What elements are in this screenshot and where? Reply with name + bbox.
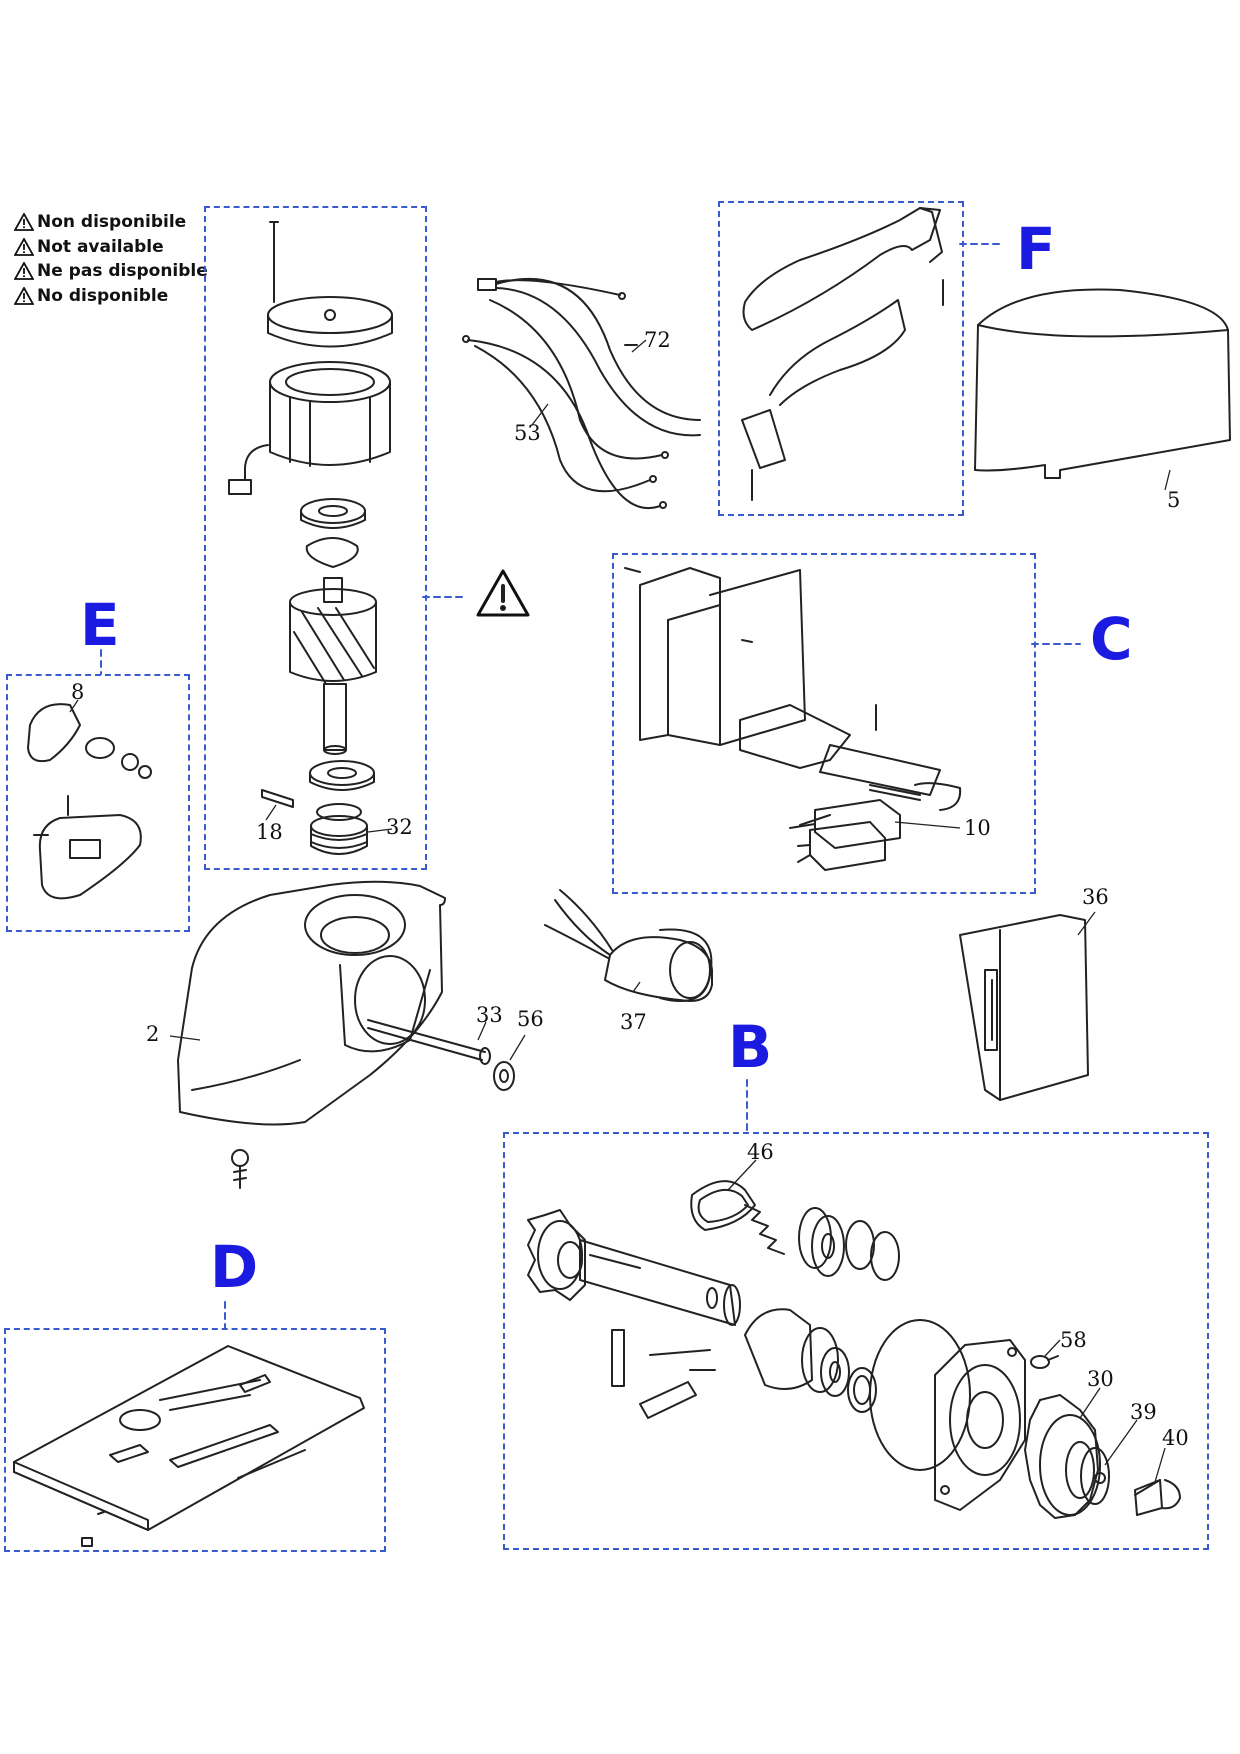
base-plate-d <box>13 1345 365 1547</box>
cover-5 <box>974 288 1231 479</box>
motor-worm-gear <box>310 803 368 855</box>
legend-text: No disponible <box>37 285 169 306</box>
group-connectors <box>100 243 1081 1329</box>
spring <box>744 1204 785 1255</box>
motor-end-cap <box>267 296 393 348</box>
group-letter-e: E <box>80 591 120 659</box>
legend-row-fr: Ne pas disponible <box>14 259 208 284</box>
group-letter-c: C <box>1090 605 1133 673</box>
seal-46 <box>690 1180 756 1231</box>
group-e-box <box>6 674 190 932</box>
legend-text: Not available <box>37 236 164 257</box>
wire-harness <box>462 277 701 509</box>
washer-56 <box>493 1061 515 1091</box>
part-label-36: 36 <box>1082 885 1109 909</box>
gearbox-flange <box>934 1339 1026 1511</box>
group-letter-b: B <box>728 1013 773 1081</box>
motor-screw <box>269 221 279 303</box>
group-b-box <box>503 1132 1209 1550</box>
o-ring <box>869 1319 971 1471</box>
part-label-5: 5 <box>1167 488 1181 512</box>
motor-bearing-bottom <box>309 760 375 791</box>
shaft-pins <box>611 1329 716 1419</box>
part-label-72: 72 <box>644 328 671 352</box>
control-bracket <box>624 567 962 811</box>
screw-58 <box>1030 1355 1059 1369</box>
group-c-box <box>612 553 1036 894</box>
capacitor-37 <box>544 889 713 1003</box>
group-d-box <box>4 1328 386 1552</box>
group-f-box <box>718 201 964 516</box>
circlips <box>845 1220 900 1281</box>
part-label-56: 56 <box>517 1007 544 1031</box>
control-board-36 <box>959 914 1089 1101</box>
legend-row-it: Non disponibile <box>14 210 208 235</box>
group-letter-f: F <box>1016 215 1056 283</box>
shaft-33 <box>367 1019 491 1065</box>
warning-icon <box>476 569 530 617</box>
drive-shaft <box>579 1239 741 1326</box>
release-lever <box>741 207 944 501</box>
micro-switches <box>789 799 901 871</box>
part-label-30: 30 <box>1087 1367 1114 1391</box>
motor-bearing-top <box>300 498 366 529</box>
part-label-33: 33 <box>476 1003 503 1027</box>
pin-18 <box>261 789 294 808</box>
legend-text: Non disponibile <box>37 212 187 232</box>
gear-30 <box>1024 1394 1101 1519</box>
motor-group-box <box>204 206 427 870</box>
warning-icon <box>14 262 34 281</box>
motor-stator <box>228 361 391 495</box>
warning-icon <box>14 237 34 256</box>
part-label-37: 37 <box>620 1010 647 1034</box>
part-label-18: 18 <box>256 820 283 844</box>
part-label-8: 8 <box>71 680 85 704</box>
legend-row-es: No disponible <box>14 284 208 309</box>
part-label-53: 53 <box>514 421 541 445</box>
part-label-32: 32 <box>386 815 413 839</box>
washer-39 <box>1080 1447 1110 1505</box>
availability-legend: Non disponibile Not available Ne pas dis… <box>14 210 208 308</box>
motor-rotor <box>289 577 377 755</box>
part-label-10: 10 <box>964 816 991 840</box>
warning-icon <box>14 213 34 232</box>
group-letter-d: D <box>210 1233 259 1301</box>
part-label-58: 58 <box>1060 1328 1087 1352</box>
bolt-40 <box>1134 1479 1181 1516</box>
pinion-gear <box>527 1209 586 1301</box>
limit-cam <box>27 703 152 779</box>
warning-icon <box>14 286 34 305</box>
legend-row-en: Not available <box>14 235 208 260</box>
gear-hub <box>744 1308 850 1397</box>
gearbox-housing-2 <box>177 880 446 1189</box>
part-label-2: 2 <box>146 1022 160 1046</box>
limit-bracket <box>33 795 142 900</box>
leader-lines <box>69 339 1171 1483</box>
bearing-b <box>798 1207 845 1277</box>
motor-seal-ring <box>305 537 359 568</box>
part-label-39: 39 <box>1130 1400 1157 1424</box>
part-label-40: 40 <box>1162 1426 1189 1450</box>
part-label-46: 46 <box>747 1140 774 1164</box>
legend-text: Ne pas disponible <box>37 261 208 281</box>
